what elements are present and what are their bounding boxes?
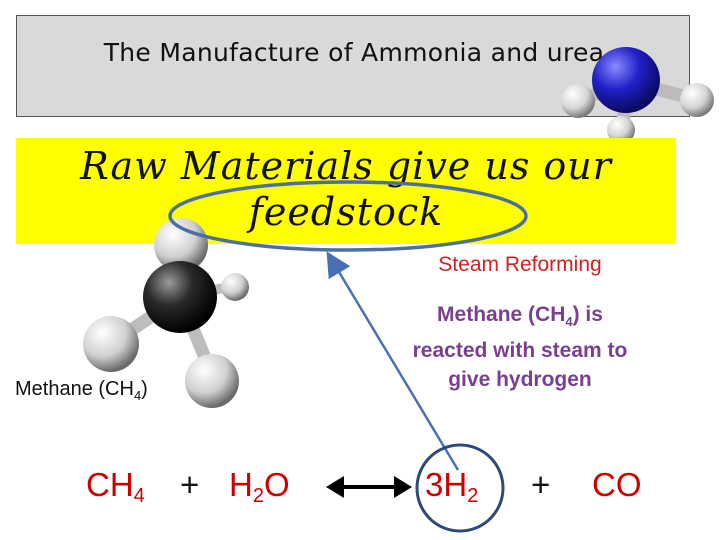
methane-molecule-icon: [83, 218, 249, 408]
banner-line-2: feedstock: [248, 190, 444, 234]
equation-co: CO: [592, 466, 642, 503]
h2-highlight-circle: [415, 443, 505, 533]
equation-plus-2: +: [531, 466, 551, 503]
equation-plus-1: +: [180, 466, 200, 503]
description-line-3: give hydrogen: [448, 368, 592, 392]
feedstock-oval: [168, 180, 528, 252]
pointer-arrow: [326, 251, 460, 471]
equation-ch4: CH4: [86, 466, 145, 507]
description-line-2: reacted with steam to: [412, 339, 628, 363]
reforming-description: Methane (CH4) is reacted with steam to g…: [380, 300, 660, 394]
methane-label: Methane (CH4): [15, 378, 148, 403]
title-box: The Manufacture of Ammonia and urea: [16, 15, 690, 117]
double-headed-arrow-icon: [326, 476, 412, 498]
equation-h2o: H2O: [229, 466, 290, 507]
description-line-1: Methane (CH4) is: [437, 303, 603, 330]
steam-reforming-label: Steam Reforming: [438, 253, 602, 276]
equation-3h2: 3H2: [425, 466, 479, 507]
slide-title: The Manufacture of Ammonia and urea: [103, 38, 605, 67]
